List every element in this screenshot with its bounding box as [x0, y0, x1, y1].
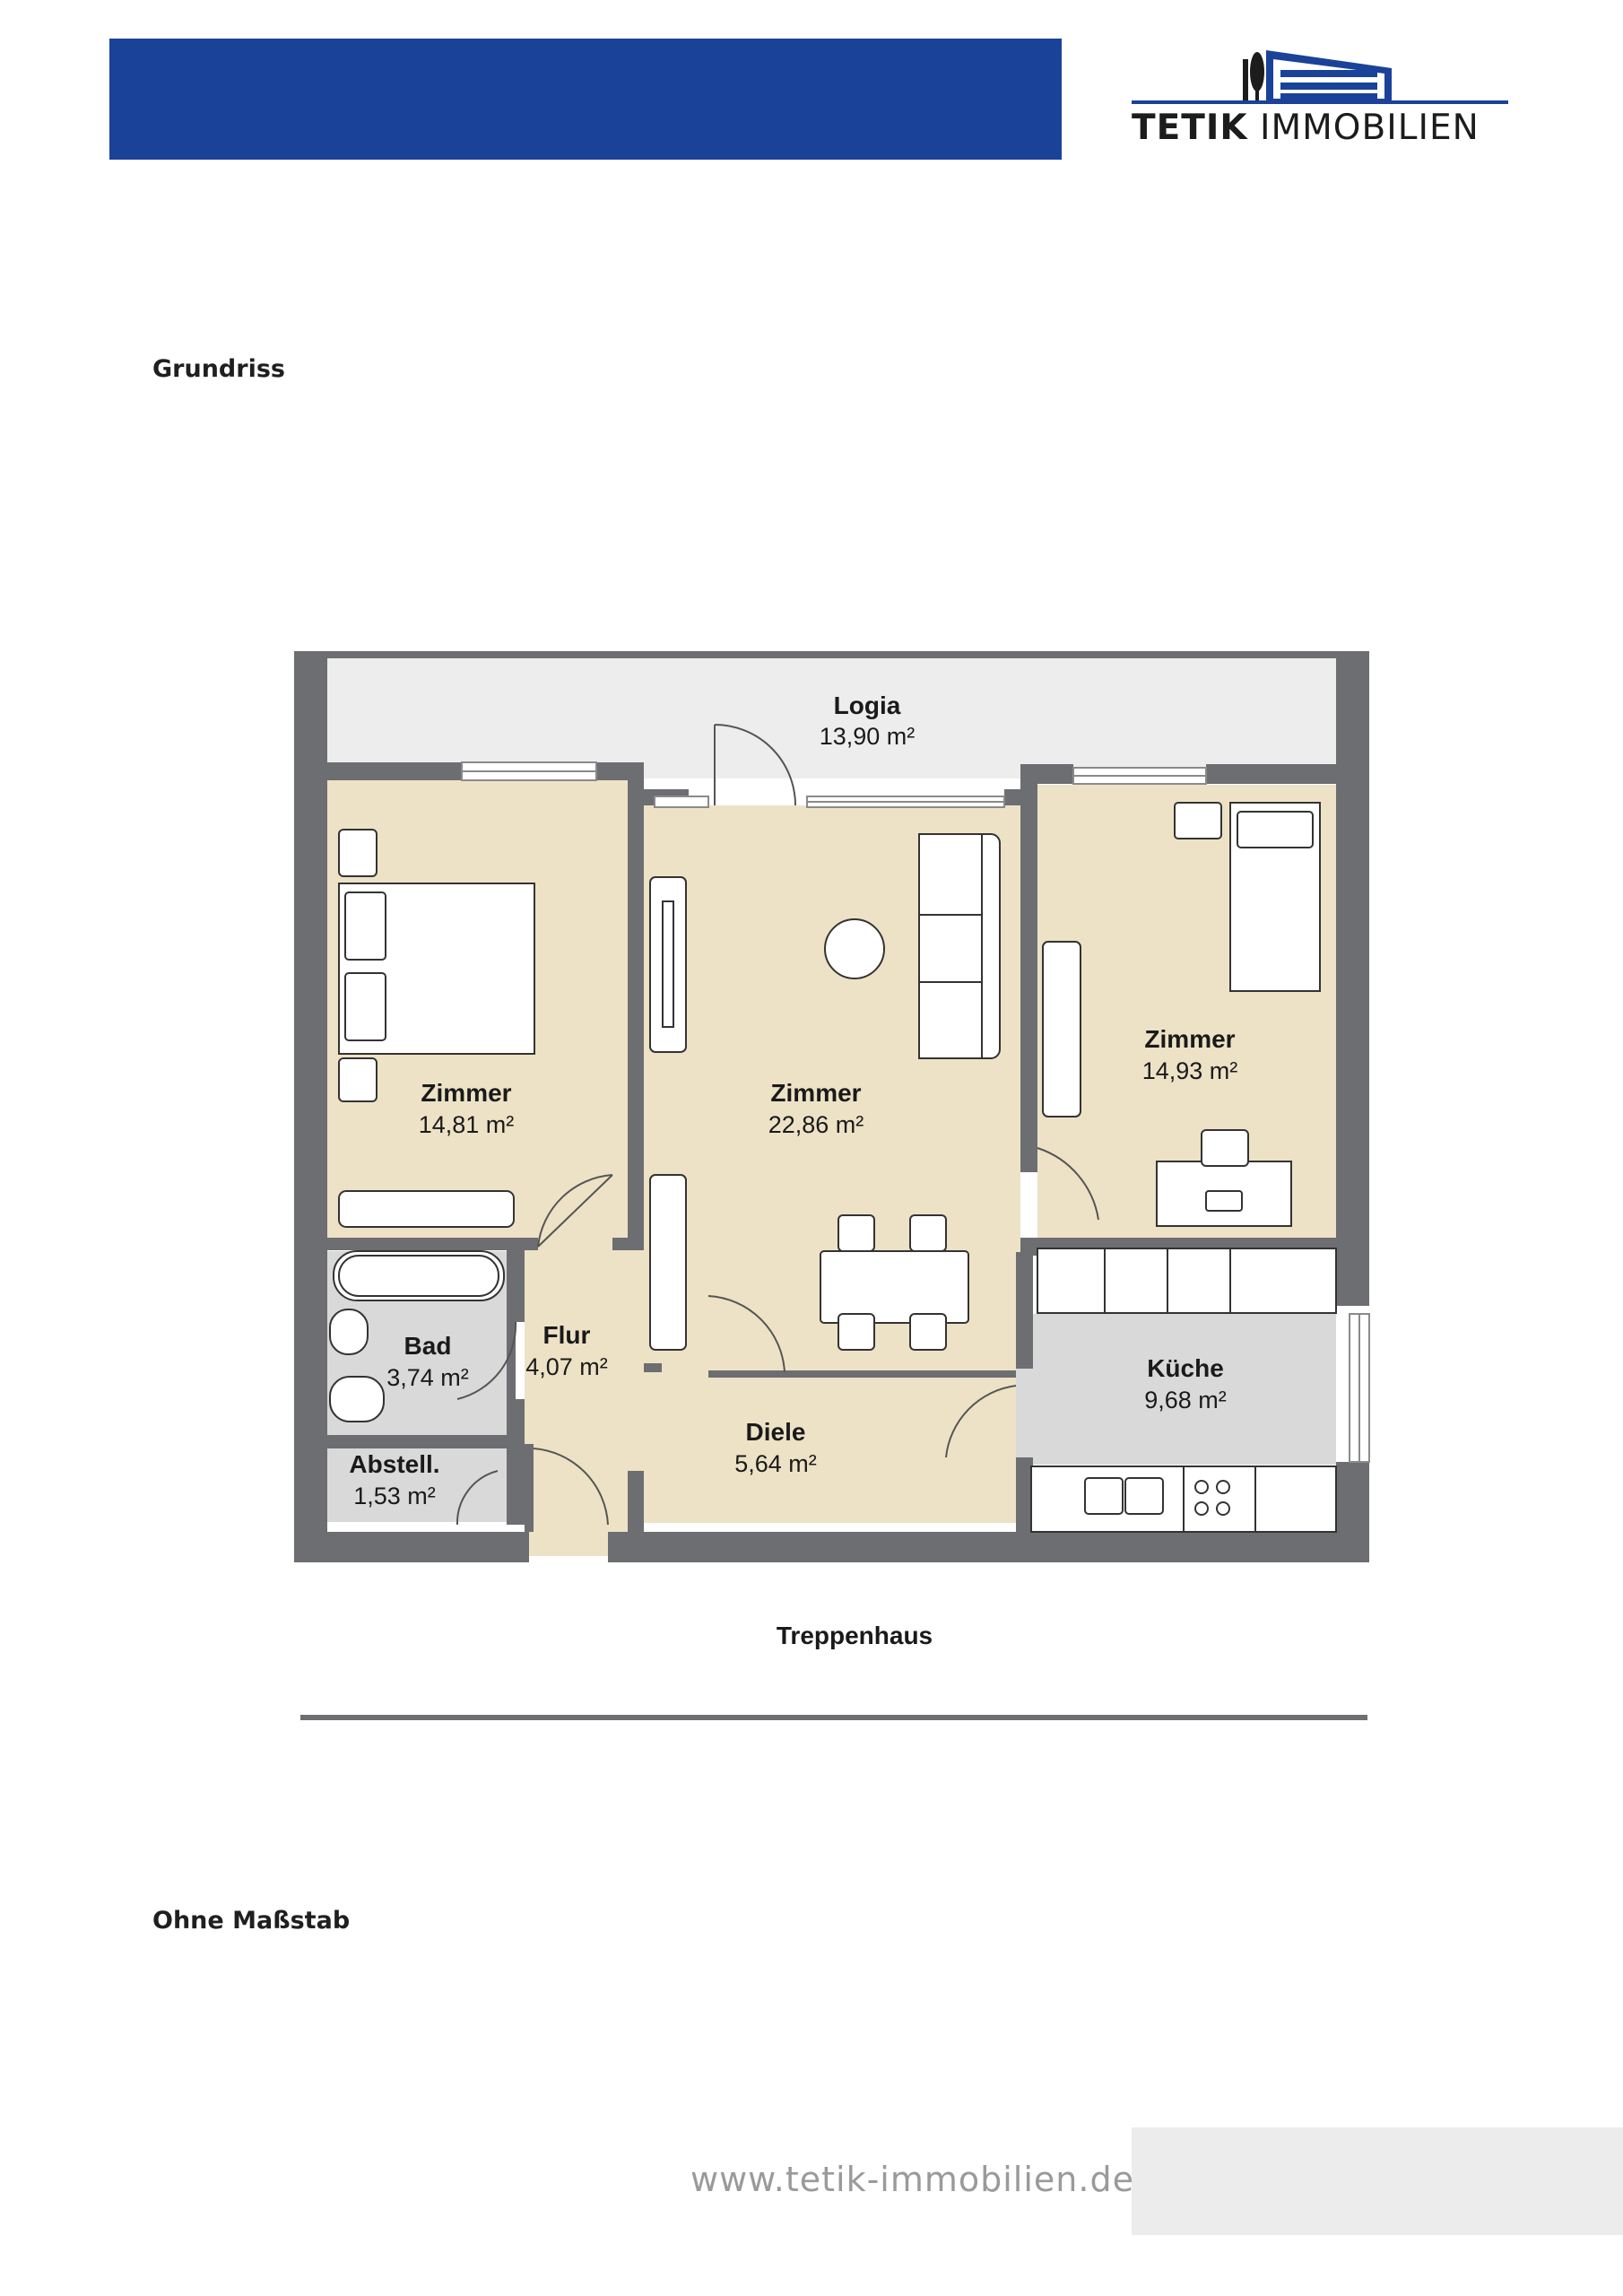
flur-name: Flur: [543, 1321, 591, 1349]
diele-area: [644, 1370, 1016, 1523]
flur-area-text: 4,07 m²: [525, 1353, 608, 1380]
logo-wordmark: TETIK IMMOBILIEN: [1132, 108, 1480, 148]
doors: [456, 724, 1099, 1526]
logia-name: Logia: [834, 691, 901, 719]
stairwell-divider: [300, 1715, 1367, 1720]
zimmer-right-area-text: 14,93 m²: [1142, 1057, 1238, 1084]
footer-box: [1132, 2127, 1623, 2235]
header-bar: [109, 39, 1062, 160]
zimmer-left-area-text: 14,81 m²: [419, 1111, 515, 1138]
logia-area-text: 13,90 m²: [820, 723, 916, 750]
windows: [461, 761, 1370, 1463]
zimmer-right-name: Zimmer: [1144, 1025, 1235, 1053]
plan-title: Grundriss: [152, 355, 285, 383]
kueche-area: [1016, 1314, 1336, 1465]
logo-building-icon: [1243, 50, 1392, 104]
kueche-name: Küche: [1147, 1354, 1224, 1382]
zimmer-left-name: Zimmer: [421, 1079, 511, 1107]
scale-note: Ohne Maßstab: [152, 1907, 351, 1935]
abstell-name: Abstell.: [349, 1450, 439, 1478]
footer-url[interactable]: www.tetik-immobilien.de: [690, 2160, 1134, 2199]
kueche-area-text: 9,68 m²: [1144, 1387, 1227, 1413]
furniture: [329, 802, 1337, 1533]
bad-name: Bad: [404, 1332, 452, 1360]
abstell-area: [327, 1448, 507, 1522]
flur-area: [525, 1238, 644, 1556]
bad-area-text: 3,74 m²: [386, 1364, 469, 1391]
logo-underline: [1132, 100, 1508, 104]
diele-area-text: 5,64 m²: [734, 1450, 817, 1477]
diele-name: Diele: [746, 1418, 806, 1446]
walls: [294, 651, 1369, 1562]
zimmer-center-name: Zimmer: [770, 1079, 861, 1107]
logia-area: [327, 655, 1336, 778]
company-logo[interactable]: TETIK IMMOBILIEN: [1132, 36, 1508, 152]
zimmer-center-area-text: 22,86 m²: [768, 1111, 864, 1138]
stairwell-label: Treppenhaus: [777, 1622, 933, 1649]
abstell-area-text: 1,53 m²: [353, 1483, 436, 1509]
